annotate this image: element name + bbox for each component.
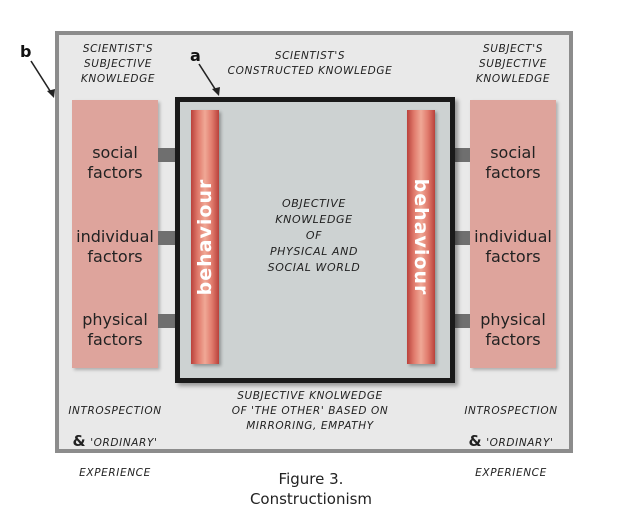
introspection-left: INTROSPECTION & 'ORDINARY' EXPERIENCE [60, 389, 170, 496]
connector-right-individual [452, 231, 470, 245]
connector-left-individual [158, 231, 178, 245]
introspection-left-line2: & 'ORDINARY' [60, 434, 170, 451]
behaviour-label-left: behaviour [194, 178, 216, 296]
introspection-right-line2: & 'ORDINARY' [456, 434, 566, 451]
ampersand-left: & [72, 432, 87, 450]
figure-caption: Figure 3. Constructionism [211, 469, 411, 509]
connector-right-physical [452, 314, 470, 328]
connector-left-social [158, 148, 178, 162]
right-individual-factors: individual factors [474, 227, 552, 266]
introspection-right-line1: INTROSPECTION [464, 405, 558, 417]
scientists-constructed-knowledge: SCIENTIST'S CONSTRUCTED KNOWLEDGE [227, 50, 393, 77]
subjective-knowledge-other: SUBJECTIVE KNOLWEDGE OF 'THE OTHER' BASE… [231, 390, 389, 432]
right-physical-factors: physical factors [480, 310, 546, 349]
right-factors-panel [470, 100, 556, 368]
ordinary-right: 'ORDINARY' [486, 437, 554, 449]
behaviour-bar-right: behaviour [407, 110, 435, 364]
connector-left-physical [158, 314, 178, 328]
figure-title: Constructionism [249, 490, 373, 508]
left-social-factors: social factors [87, 143, 143, 182]
subjects-subjective-knowledge: SUBJECT'S SUBJECTIVE KNOWLEDGE [475, 43, 551, 85]
introspection-left-line1: INTROSPECTION [68, 405, 162, 417]
arrow-a-icon [198, 63, 220, 96]
ordinary-left: 'ORDINARY' [90, 437, 158, 449]
right-social-factors: social factors [485, 143, 541, 182]
objective-knowledge-text: OBJECTIVE KNOWLEDGE OF PHYSICAL AND SOCI… [267, 197, 361, 274]
connector-right-social [452, 148, 470, 162]
introspection-right: INTROSPECTION & 'ORDINARY' EXPERIENCE [456, 389, 566, 496]
left-physical-factors: physical factors [82, 310, 148, 349]
marker-a: a [190, 46, 201, 65]
figure-number: Figure 3. [278, 470, 344, 488]
arrow-b-icon [30, 60, 55, 98]
left-individual-factors: individual factors [76, 227, 154, 266]
marker-b: b [20, 42, 32, 61]
scientists-subjective-knowledge: SCIENTIST'S SUBJECTIVE KNOWLEDGE [80, 43, 156, 85]
left-factors-panel [72, 100, 158, 368]
behaviour-bar-left: behaviour [191, 110, 219, 364]
behaviour-label-right: behaviour [410, 178, 432, 296]
ampersand-right: & [468, 432, 483, 450]
introspection-right-line3: EXPERIENCE [475, 467, 547, 479]
introspection-left-line3: EXPERIENCE [79, 467, 151, 479]
